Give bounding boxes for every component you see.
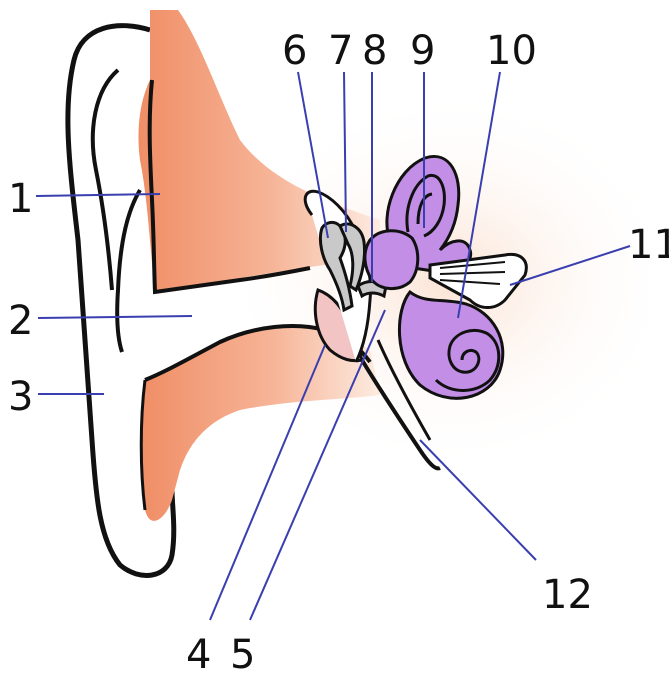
label-3: 3: [8, 374, 33, 420]
leader-5: [249, 309, 386, 621]
semicircular-canal-loop-1: [405, 173, 446, 238]
leader-2: [37, 315, 193, 319]
eustachian-tube: [360, 358, 441, 471]
pinna-inner-fold: [90, 68, 120, 291]
leader-11: [509, 245, 631, 286]
label-1: 1: [8, 176, 33, 222]
antihelix-curve: [115, 188, 142, 353]
vestibule: [363, 229, 420, 290]
label-11: 11: [628, 222, 669, 268]
label-4: 4: [186, 632, 211, 674]
label-6: 6: [282, 28, 307, 74]
nerve-fibers: [439, 261, 506, 285]
earlobe-outline: [139, 379, 147, 511]
label-8: 8: [362, 28, 387, 74]
leader-1: [35, 193, 161, 197]
semicircular-canal-loop-2: [416, 192, 433, 225]
leader-7: [343, 71, 347, 233]
lower-canal-flesh: [141, 325, 380, 521]
pinna-outline: [65, 23, 177, 578]
ear-canal-upper-outline: [147, 79, 311, 295]
label-7: 7: [328, 28, 353, 74]
leader-6: [297, 71, 329, 239]
label-2: 2: [8, 298, 33, 344]
cochlea-spiral: [434, 329, 501, 392]
leader-10: [457, 71, 501, 319]
label-9: 9: [410, 28, 435, 74]
label-5: 5: [230, 632, 255, 674]
label-10: 10: [486, 28, 537, 74]
eustachian-tube-inner: [376, 339, 432, 441]
leader-4: [209, 344, 326, 621]
label-12: 12: [542, 572, 593, 618]
incus: [338, 222, 366, 293]
leader-12: [419, 439, 537, 561]
